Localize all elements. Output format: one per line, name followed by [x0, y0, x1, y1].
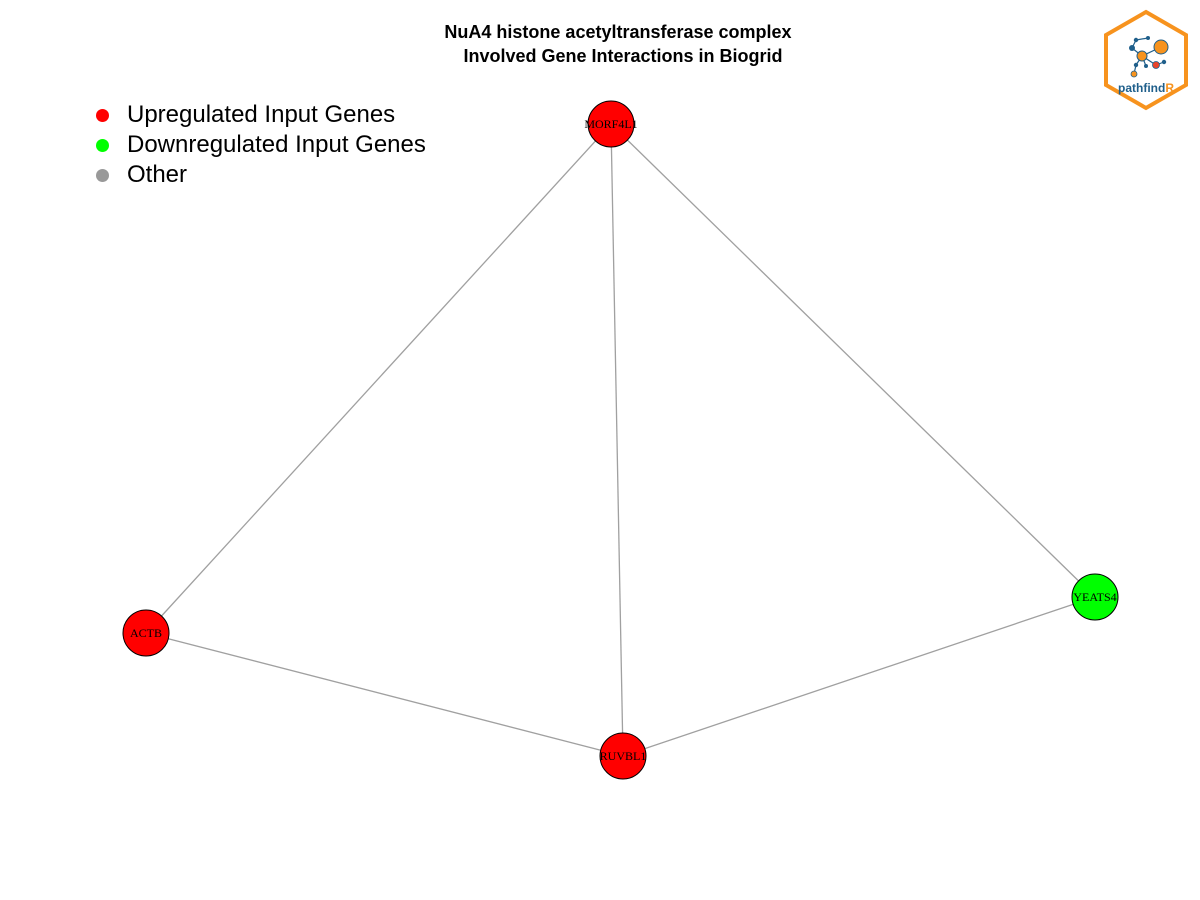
legend-item-upregulated: Upregulated Input Genes: [96, 100, 426, 130]
edge-morf4l1-yeats4: [610, 123, 1096, 598]
legend-item-downregulated: Downregulated Input Genes: [96, 130, 426, 160]
edge-ruvbl1-yeats4: [622, 596, 1096, 757]
legend-label: Downregulated Input Genes: [127, 131, 426, 158]
pathfindr-logo-icon: pathfindR: [1104, 9, 1188, 111]
legend-label: Other: [127, 161, 188, 188]
node-ruvbl1: RUVBL1: [599, 732, 647, 780]
legend-dot-icon: [96, 108, 109, 122]
legend-dot-icon: [96, 138, 109, 152]
node-label: RUVBL1: [600, 749, 647, 763]
legend-item-other: Other: [96, 160, 426, 190]
node-label: MORF4L1: [584, 117, 637, 131]
logo-hexagon: [1104, 9, 1188, 111]
node-yeats4: YEATS4: [1071, 573, 1119, 621]
node-circle: [599, 732, 647, 780]
title-line-2: Involved Gene Interactions in Biogrid: [453, 46, 783, 66]
node-circle: [587, 100, 635, 148]
node-morf4l1: MORF4L1: [584, 100, 638, 148]
node-label: YEATS4: [1073, 590, 1116, 604]
legend-dot-icon: [96, 168, 109, 182]
logo-text: pathfindR: [1118, 81, 1174, 95]
node-circle: [1071, 573, 1119, 621]
legend-label: Upregulated Input Genes: [127, 101, 396, 128]
diagram-title: NuA4 histone acetyltransferase complex I…: [0, 20, 1200, 68]
node-circle: [122, 609, 170, 657]
title-line-1: NuA4 histone acetyltransferase complex: [444, 22, 792, 42]
edge-actb-ruvbl1: [145, 632, 624, 757]
logo-network-nodes: [1129, 36, 1169, 78]
legend: Upregulated Input Genes Downregulated In…: [96, 100, 426, 190]
node-actb: ACTB: [122, 609, 170, 657]
node-label: ACTB: [130, 626, 162, 640]
edge-morf4l1-ruvbl1: [610, 123, 624, 757]
network-edges: [145, 123, 1096, 757]
edge-morf4l1-actb: [145, 123, 612, 634]
